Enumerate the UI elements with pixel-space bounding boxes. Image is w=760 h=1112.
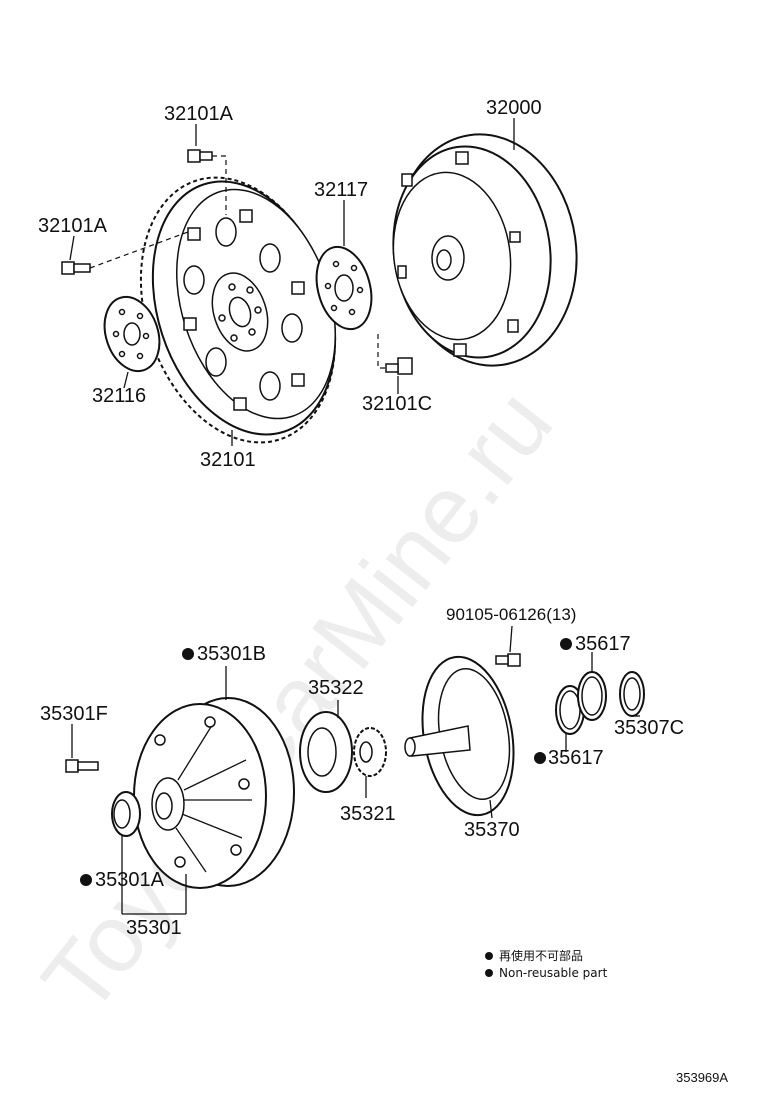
seal-ring-35617-b[interactable] — [577, 671, 607, 721]
bolt-32101C[interactable] — [385, 357, 413, 375]
label-35301B: 35301B — [197, 643, 266, 665]
bolt-32101A-top[interactable] — [187, 149, 213, 163]
non-reusable-marker — [80, 874, 92, 886]
seal-ring-35617-a[interactable] — [555, 685, 585, 735]
label-90105-06126: 90105-06126(13) — [446, 605, 576, 624]
label-35370: 35370 — [464, 819, 520, 841]
label-32101C: 32101C — [362, 393, 432, 415]
bolt-32101A-left[interactable] — [61, 261, 91, 275]
non-reusable-marker — [182, 648, 194, 660]
label-32101A-top: 32101A — [164, 103, 234, 125]
driven-gear-35322[interactable] — [299, 711, 353, 793]
non-reusable-marker — [534, 752, 546, 764]
non-reusable-marker — [560, 638, 572, 650]
spacer-plate-32117[interactable] — [308, 241, 380, 336]
label-35617-bottom: 35617 — [548, 747, 604, 769]
legend-jp: 再使用不可部品 — [499, 948, 583, 963]
legend-bullet — [485, 969, 493, 977]
oil-seal-35301A[interactable] — [111, 791, 141, 837]
label-35301: 35301 — [126, 917, 182, 939]
label-35301F: 35301F — [40, 703, 108, 725]
torque-converter-32000[interactable] — [380, 123, 591, 378]
spacer-plate-32116[interactable] — [96, 290, 169, 378]
pump-body-35301[interactable] — [133, 697, 295, 889]
drive-plate-32101[interactable] — [108, 152, 367, 468]
label-35307C: 35307C — [614, 717, 684, 739]
leader-lines — [69, 118, 640, 915]
label-35321: 35321 — [340, 803, 396, 825]
label-32117: 32117 — [314, 179, 368, 201]
legend-en: Non-reusable part — [499, 966, 608, 980]
label-32000: 32000 — [486, 97, 542, 119]
label-32101A-left: 32101A — [38, 215, 108, 237]
label-35322: 35322 — [308, 677, 364, 699]
bolt-90105-06126[interactable] — [495, 653, 521, 667]
bolt-35301F[interactable] — [65, 759, 99, 773]
label-35617-top: 35617 — [575, 633, 631, 655]
diagram-code: 353969A — [676, 1070, 728, 1085]
legend: 再使用不可部品 Non-reusable part — [485, 948, 608, 980]
drive-gear-35321[interactable] — [353, 727, 387, 777]
stator-shaft-35370[interactable] — [404, 650, 525, 823]
label-35301A: 35301A — [95, 869, 165, 891]
label-32101: 32101 — [200, 449, 256, 471]
label-32116: 32116 — [92, 385, 146, 407]
washer-35307C[interactable] — [619, 671, 645, 717]
legend-bullet — [485, 952, 493, 960]
